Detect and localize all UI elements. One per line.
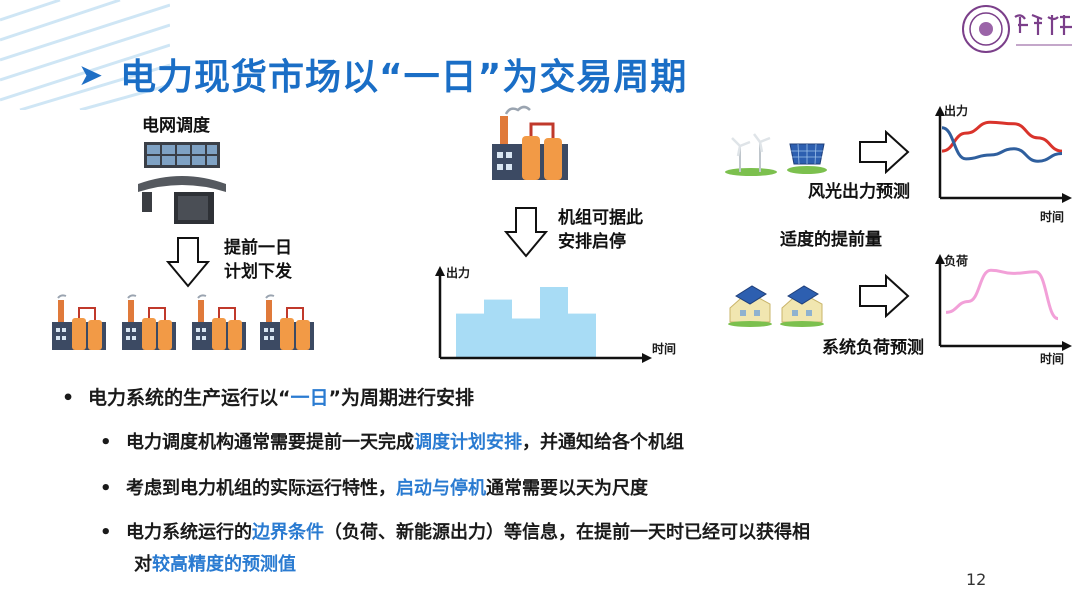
power-plant-icon (51, 294, 107, 351)
load-chart-ylabel: 负荷 (944, 254, 969, 268)
ws-chart-xlabel: 时间 (1040, 210, 1065, 224)
label-lead-time: 适度的提前量 (780, 230, 882, 250)
solar-panel-icon (787, 143, 827, 174)
title-arrow-icon: ➤ (78, 58, 104, 93)
ws-chart-ylabel: 出力 (944, 104, 969, 118)
bar-1 (484, 299, 512, 357)
power-plant-icon (259, 294, 315, 351)
bar-chart-ylabel: 出力 (446, 266, 471, 280)
houses-with-solar-icon (728, 285, 825, 328)
power-plant-icon (121, 294, 177, 351)
label-grid-dispatch: 电网调度 (142, 116, 210, 136)
header-decoration (0, 0, 170, 110)
bullet-3: •考虑到电力机组的实际运行特性，启动与停机通常需要以天为尺度 (100, 478, 648, 499)
bar-0 (456, 313, 484, 357)
bar-chart-xlabel: 时间 (652, 342, 677, 356)
university-logo-icon (962, 5, 1072, 53)
bullet-4-continued: 对较高精度的预测值 (134, 554, 296, 575)
wind-turbine-icon (725, 133, 777, 176)
down-arrow-icon (504, 207, 548, 258)
page-title: 电力现货市场以“一日”为交易周期 (120, 57, 688, 98)
down-arrow-icon (166, 237, 210, 288)
load-chart-xlabel: 时间 (1040, 352, 1065, 366)
power-plants-row (51, 294, 315, 351)
label-wind-solar-forecast: 风光出力预测 (808, 182, 910, 202)
label-load-forecast: 系统负荷预测 (822, 338, 924, 358)
bullet-4: •电力系统运行的边界条件（负荷、新能源出力）等信息，在提前一天时已经可以获得相 (100, 522, 810, 543)
power-plant-large-icon (492, 105, 568, 180)
series-line-0 (941, 120, 1063, 153)
unit-output-chart (435, 266, 652, 363)
bar-3 (540, 287, 568, 357)
page-number: 12 (966, 570, 987, 589)
control-room-icon (138, 142, 226, 224)
power-plant-icon (191, 294, 247, 351)
series-line-1 (941, 126, 1063, 163)
bullet-1: •电力系统的生产运行以“一日”为周期进行安排 (62, 387, 475, 409)
series-line-0 (945, 268, 1059, 321)
bullet-2: •电力调度机构通常需要提前一天完成调度计划安排，并通知给各个机组 (100, 432, 684, 453)
right-arrow-icon (859, 274, 910, 318)
bullet-dot: • (62, 387, 75, 409)
label-unit-schedule: 机组可据此安排启停 (558, 208, 643, 252)
right-arrow-icon (859, 130, 910, 174)
wind-solar-output-chart (935, 106, 1072, 203)
bar-4 (568, 313, 596, 357)
bar-2 (512, 318, 540, 357)
load-forecast-chart (935, 254, 1072, 351)
label-one-day-ahead: 提前一日计划下发 (224, 238, 292, 282)
